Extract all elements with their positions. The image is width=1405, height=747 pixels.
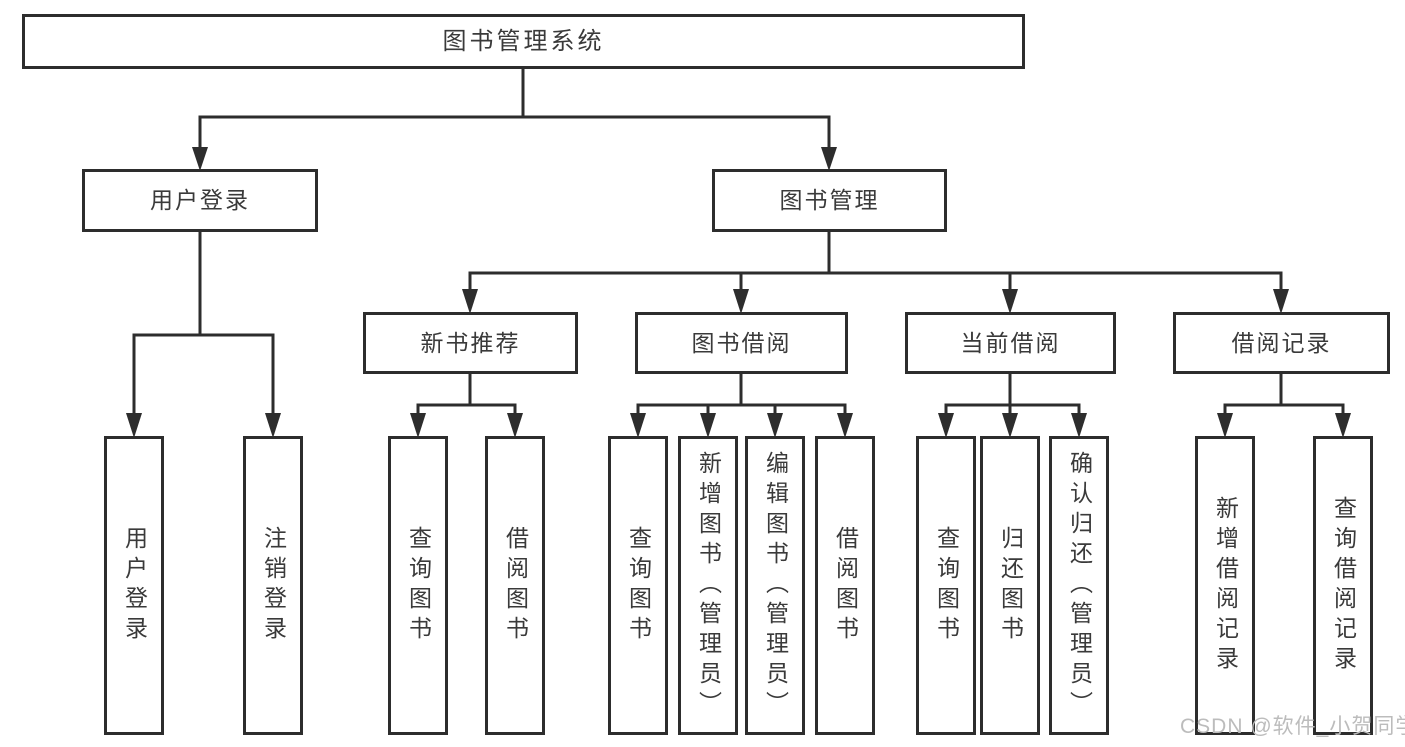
node-current-borrow: 当前借阅 — [905, 312, 1116, 374]
arrow-icon — [733, 289, 749, 314]
node-label: 图书管理 — [779, 187, 880, 213]
node-book-management: 图书管理 — [712, 169, 947, 232]
csdn-watermark: CSDN @软件_小贺同学 — [1180, 715, 1405, 738]
arrow-icon — [192, 147, 208, 171]
edge-bookborrow-to-leaves — [636, 374, 847, 414]
arrow-icon — [1273, 289, 1289, 314]
edge-newbook-to-leaves — [416, 374, 517, 414]
node-leaf-record-add: 新增借阅记录 — [1195, 436, 1255, 735]
node-label: 新书推荐 — [420, 329, 521, 356]
node-leaf-newbook-borrow: 借阅图书 — [485, 436, 545, 735]
node-leaf-borrow-borrow: 借阅图书 — [815, 436, 875, 735]
node-label: 图书管理系统 — [442, 27, 605, 55]
node-leaf-current-confirm-admin: 确认归还（管理员） — [1049, 436, 1109, 735]
arrow-icon — [1071, 413, 1087, 438]
node-leaf-newbook-query: 查询图书 — [388, 436, 448, 735]
arrow-icon — [265, 413, 281, 438]
arrow-icon — [1002, 413, 1018, 438]
arrow-icon — [126, 413, 142, 438]
node-leaf-user-login: 用户登录 — [104, 436, 164, 735]
node-label: 用户登录 — [121, 525, 148, 646]
arrow-icon — [821, 147, 837, 171]
arrow-icon — [507, 413, 523, 438]
node-label: 查询图书 — [625, 525, 652, 646]
node-leaf-record-query: 查询借阅记录 — [1313, 436, 1373, 735]
edge-borrowrecords-to-leaves — [1223, 374, 1345, 414]
node-label: 查询借阅记录 — [1330, 495, 1357, 676]
arrow-icon — [938, 413, 954, 438]
node-label: 用户登录 — [150, 187, 250, 213]
arrow-icon — [1335, 413, 1351, 438]
edge-bookmanagement-to-level2 — [468, 232, 1283, 291]
node-leaf-current-return: 归还图书 — [980, 436, 1040, 735]
arrow-icon — [462, 289, 478, 314]
edge-root-to-level1 — [198, 69, 831, 150]
edge-userlogin-to-leaves — [132, 232, 275, 414]
node-label: 借阅记录 — [1231, 329, 1332, 356]
arrow-icon — [767, 413, 783, 438]
node-leaf-current-query: 查询图书 — [916, 436, 976, 735]
node-label: 新增借阅记录 — [1212, 495, 1239, 676]
node-label: 归还图书 — [997, 525, 1024, 646]
node-label: 当前借阅 — [960, 329, 1061, 356]
node-leaf-logout: 注销登录 — [243, 436, 303, 735]
node-label: 编辑图书（管理员） — [762, 450, 789, 721]
arrow-icon — [1002, 289, 1018, 314]
node-leaf-borrow-add-admin: 新增图书（管理员） — [678, 436, 738, 735]
node-label: 新增图书（管理员） — [695, 450, 722, 721]
node-book-borrow: 图书借阅 — [635, 312, 848, 374]
node-new-book-recommend: 新书推荐 — [363, 312, 578, 374]
arrow-icon — [630, 413, 646, 438]
node-label: 图书借阅 — [691, 329, 792, 356]
node-label: 借阅图书 — [832, 525, 859, 646]
node-root-system: 图书管理系统 — [22, 14, 1025, 69]
edge-currentborrow-to-leaves — [944, 374, 1081, 414]
node-user-login: 用户登录 — [82, 169, 318, 232]
node-leaf-borrow-query: 查询图书 — [608, 436, 668, 735]
arrow-icon — [700, 413, 716, 438]
node-label: 查询图书 — [405, 525, 432, 646]
arrow-icon — [837, 413, 853, 438]
node-borrow-records: 借阅记录 — [1173, 312, 1390, 374]
node-label: 注销登录 — [260, 525, 287, 646]
node-label: 查询图书 — [933, 525, 960, 646]
node-label: 借阅图书 — [502, 525, 529, 646]
arrow-icon — [1217, 413, 1233, 438]
node-label: 确认归还（管理员） — [1066, 450, 1093, 721]
arrow-icon — [410, 413, 426, 438]
node-leaf-borrow-edit-admin: 编辑图书（管理员） — [745, 436, 805, 735]
